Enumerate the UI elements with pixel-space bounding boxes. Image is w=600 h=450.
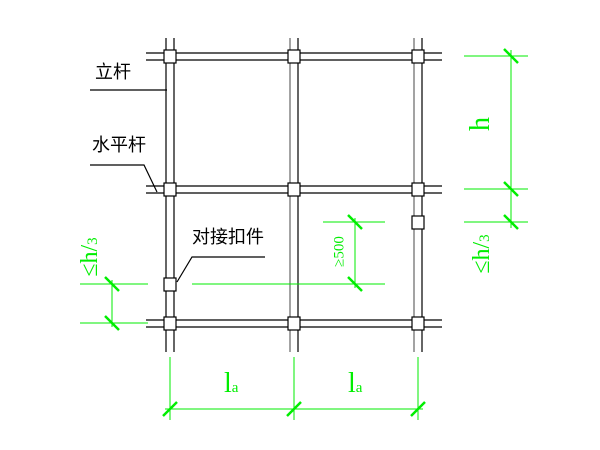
- butt-coupler-label: 对接扣件: [192, 227, 264, 248]
- dimension-lines: [80, 48, 528, 420]
- couplers: [163, 49, 425, 331]
- spacing-label-left: la: [224, 368, 239, 399]
- scaffold-frame: [90, 38, 442, 352]
- offset-label-right: ≤h/3: [469, 234, 495, 274]
- spacing-label-right: la: [348, 368, 363, 399]
- dimension-ticks: [104, 48, 519, 417]
- leader-lines: [90, 89, 265, 283]
- offset-label-left: ≤h/3: [77, 237, 103, 277]
- butt-coupler-left: [163, 277, 177, 292]
- vertical-pole-label: 立杆: [95, 62, 131, 83]
- height-label: h: [465, 117, 496, 131]
- stagger-label: ≥500: [331, 236, 348, 267]
- butt-coupler-right: [411, 215, 425, 230]
- horizontal-bar-label: 水平杆: [92, 135, 146, 156]
